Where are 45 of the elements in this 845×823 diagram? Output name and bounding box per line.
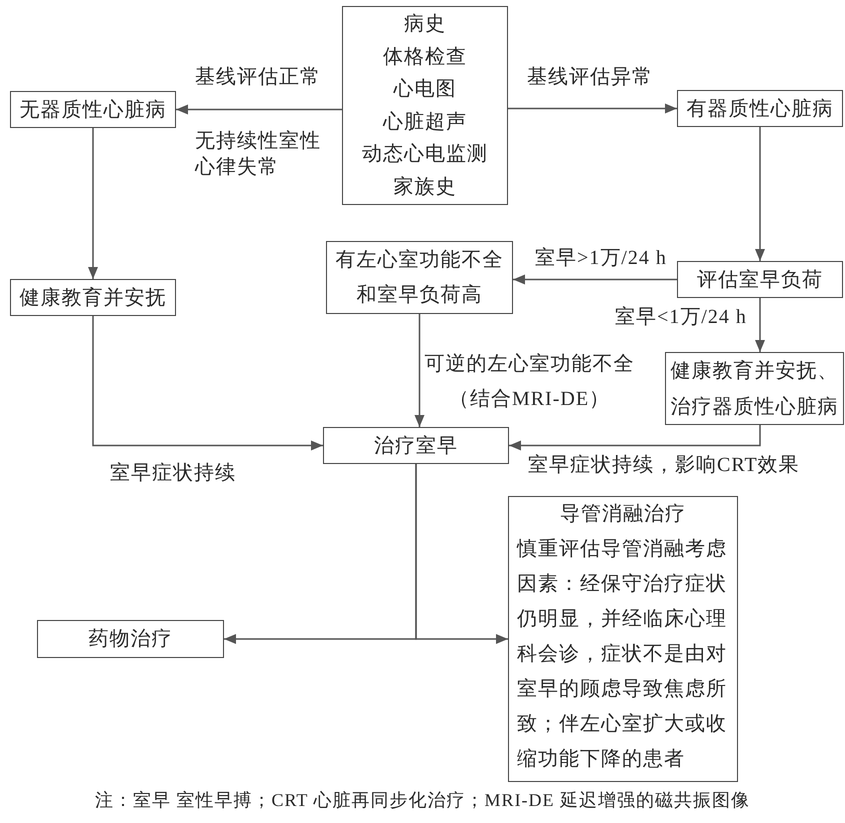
item-text: 家族史 (394, 174, 456, 200)
arrow (513, 274, 677, 284)
arrow (509, 425, 761, 450)
step-text: 无器质性心脏病 (20, 98, 166, 122)
arrow (92, 316, 323, 450)
step-text: 治疗室早 (374, 434, 458, 458)
edge-label: 室早症状持续，影响CRT效果 (528, 453, 800, 477)
process-box (508, 496, 738, 782)
process-box (326, 241, 513, 314)
edge-label: 室早>1万/24 h (535, 246, 667, 270)
step-text: 有器质性心脏病 (686, 96, 834, 120)
process-box (665, 352, 844, 425)
edge-label: 室早<1万/24 h (615, 305, 747, 329)
process-box (10, 91, 176, 128)
edge-label: 室早症状持续 (110, 461, 236, 485)
step-text: 健康教育并安抚、治疗器质性心脏病 (670, 358, 840, 420)
item-text: 动态心电监测 (362, 142, 488, 167)
process-box (342, 6, 508, 205)
note-text: 无持续性室性心律失常 (195, 129, 322, 180)
process-box (677, 261, 843, 298)
arrow (415, 464, 508, 644)
process-box (37, 620, 224, 658)
item-text: 体格检查 (383, 44, 467, 70)
arrow (176, 104, 342, 114)
heading-text: 导管消融治疗 (560, 502, 686, 527)
item-text: 心电图 (394, 77, 456, 102)
edge-label: 基线评估正常 (195, 65, 321, 89)
arrow (755, 127, 765, 261)
process-box (10, 279, 176, 316)
body-text: 慎重评估导管消融考虑因素：经保守治疗症状仍明显，并经临床心理科会诊，症状不是由对室早的顾虑导致焦虑所致；伴左心室扩大或收缩功能下降的患者 (517, 537, 728, 772)
item-text: 病史 (404, 12, 446, 37)
arrow (88, 128, 98, 279)
process-box (323, 427, 509, 464)
process-box (677, 90, 843, 127)
footnote-text: 注：室早 室性早搏；CRT 心脏再同步化治疗；MRI-DE 延迟增强的磁共振图像 (94, 789, 752, 812)
arrow (755, 298, 765, 352)
edge-label: 可逆的左心室功能不全（结合MRI-DE） (424, 352, 636, 412)
step-text: 有左心室功能不全和室早负荷高 (334, 248, 504, 308)
edge-label: 基线评估异常 (527, 65, 653, 89)
step-text: 健康教育并安抚 (20, 286, 166, 310)
arrow (508, 104, 677, 114)
step-text: 药物治疗 (88, 627, 172, 651)
arrow (414, 314, 424, 427)
item-text: 心脏超声 (383, 110, 467, 134)
step-text: 评估室早负荷 (697, 268, 823, 292)
